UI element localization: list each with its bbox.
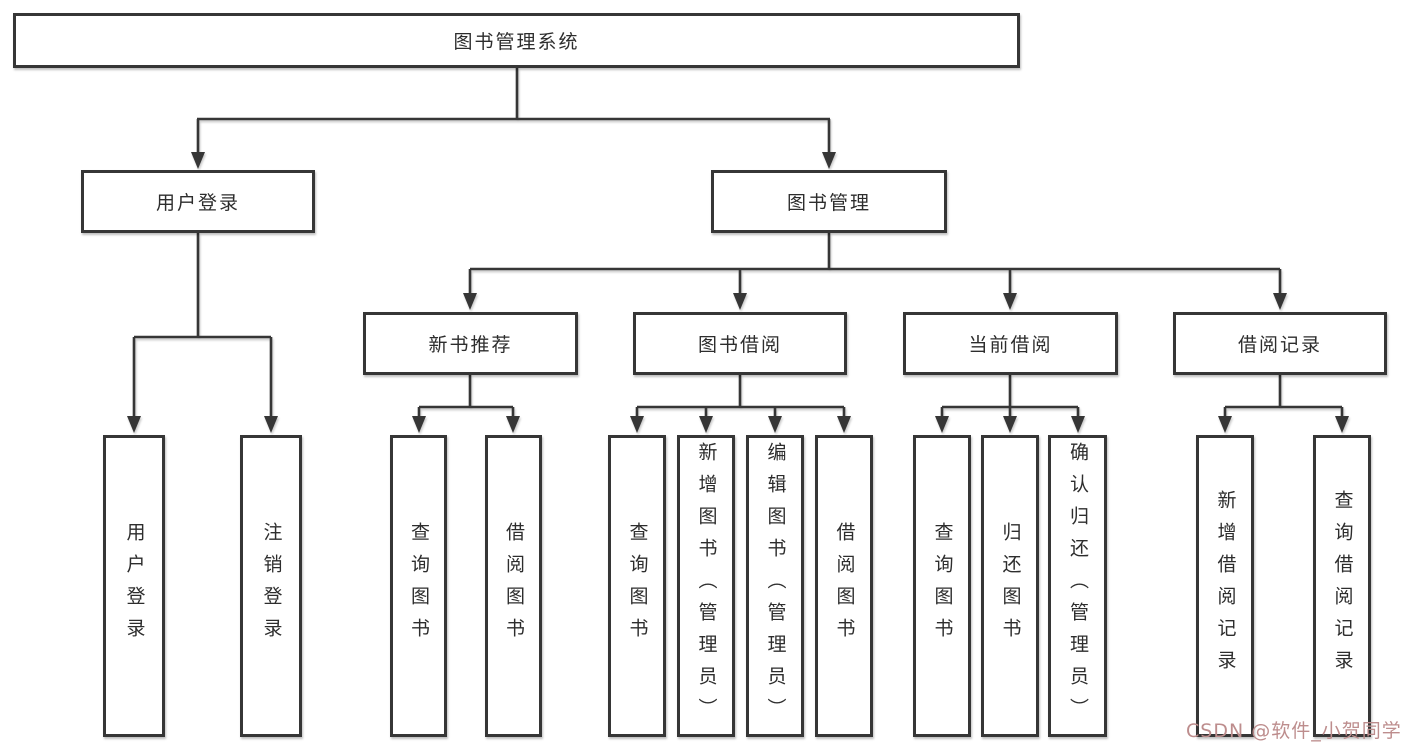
node-book-mgmt-label: 图书管理 (786, 192, 871, 214)
node-user-login-label: 用户登录 (155, 192, 240, 214)
leaf-logout: 注销登录 (240, 435, 302, 737)
connector-new-book-rec-to-leaves (412, 375, 520, 433)
node-book-mgmt: 图书管理 (711, 170, 947, 233)
node-book-borrow: 图书借阅 (633, 312, 847, 375)
leaf-query-book-borrow: 查询图书 (608, 435, 666, 737)
leaf-add-book-admin: 新增图书（管理员） (677, 435, 735, 737)
connector-root-to-level2 (191, 68, 836, 169)
leaf-confirm-return-admin: 确认归还（管理员） (1048, 435, 1107, 737)
csdn-watermark: CSDN @软件_小贺同学 (1186, 720, 1402, 742)
leaf-confirm-return-admin-label: 确认归还（管理员） (1067, 442, 1089, 730)
node-root: 图书管理系统 (13, 13, 1020, 68)
connector-book-mgmt-to-level3 (463, 233, 1287, 310)
leaf-user-login: 用户登录 (103, 435, 165, 737)
node-user-login: 用户登录 (81, 170, 315, 233)
connector-current-borrow-to-leaves (935, 375, 1085, 433)
leaf-query-borrow-record-label: 查询借阅记录 (1331, 490, 1354, 682)
node-current-borrow: 当前借阅 (903, 312, 1118, 375)
node-borrow-record-label: 借阅记录 (1237, 334, 1322, 356)
leaf-query-book-borrow-label: 查询图书 (626, 522, 649, 650)
leaf-query-borrow-record: 查询借阅记录 (1313, 435, 1371, 737)
node-book-borrow-label: 图书借阅 (697, 334, 782, 356)
leaf-borrow-book-rec-label: 借阅图书 (503, 522, 525, 650)
connector-borrow-record-to-leaves (1218, 375, 1349, 433)
leaf-borrow-book-rec: 借阅图书 (485, 435, 542, 737)
leaf-query-book-current-label: 查询图书 (931, 522, 954, 650)
leaf-user-login-label: 用户登录 (123, 522, 146, 650)
connector-user-login-to-leaves (127, 233, 278, 433)
node-borrow-record: 借阅记录 (1173, 312, 1387, 375)
leaf-add-book-admin-label: 新增图书（管理员） (695, 442, 718, 730)
leaf-query-book-current: 查询图书 (913, 435, 971, 737)
connector-book-borrow-to-leaves (630, 375, 851, 433)
node-new-book-rec-label: 新书推荐 (428, 334, 513, 356)
leaf-add-borrow-record: 新增借阅记录 (1196, 435, 1254, 737)
leaf-borrow-book: 借阅图书 (815, 435, 873, 737)
node-new-book-rec: 新书推荐 (363, 312, 578, 375)
node-root-label: 图书管理系统 (453, 31, 580, 53)
leaf-edit-book-admin: 编辑图书（管理员） (746, 435, 804, 737)
leaf-return-book: 归还图书 (981, 435, 1039, 737)
leaf-query-book-rec-label: 查询图书 (408, 522, 430, 650)
leaf-edit-book-admin-label: 编辑图书（管理员） (764, 442, 787, 730)
leaf-return-book-label: 归还图书 (999, 522, 1022, 650)
leaf-query-book-rec: 查询图书 (390, 435, 447, 737)
leaf-borrow-book-label: 借阅图书 (833, 522, 856, 650)
leaf-add-borrow-record-label: 新增借阅记录 (1214, 490, 1237, 682)
leaf-logout-label: 注销登录 (260, 522, 283, 650)
node-current-borrow-label: 当前借阅 (968, 334, 1053, 356)
